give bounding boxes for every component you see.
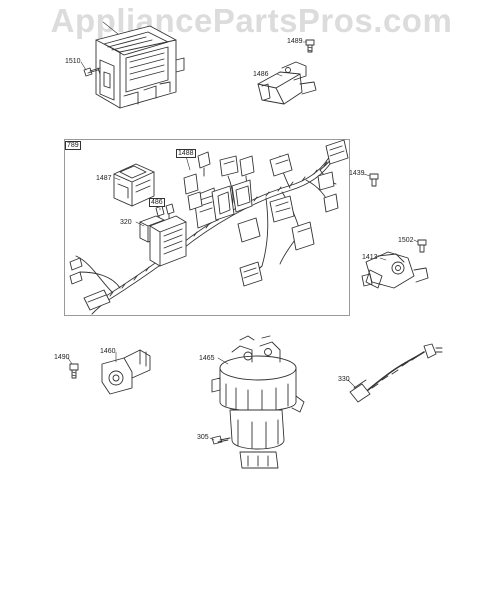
bolt-1489-part bbox=[305, 39, 315, 53]
relay-1487-part bbox=[113, 163, 155, 207]
callout-1490: 1490 bbox=[54, 354, 70, 361]
callout-1413: 1413 bbox=[362, 254, 378, 261]
sensor-330-part bbox=[349, 343, 443, 403]
bolt-1502-part bbox=[417, 239, 427, 253]
callout-330: 330 bbox=[338, 376, 350, 383]
leader-lines bbox=[67, 21, 419, 441]
fuse-486-part bbox=[155, 203, 175, 221]
callout-1502: 1502 bbox=[398, 237, 414, 244]
sensor-1413-part bbox=[361, 251, 429, 289]
callout-1489: 1489 bbox=[287, 38, 303, 45]
callout-320: 320 bbox=[120, 219, 132, 226]
callout-1487: 1487 bbox=[96, 175, 112, 182]
callout-305: 305 bbox=[197, 434, 209, 441]
callout-1510: 1510 bbox=[65, 58, 81, 65]
control-module-part bbox=[95, 25, 185, 109]
sensor-1486-part bbox=[257, 61, 317, 105]
callout-789: 789 bbox=[65, 141, 81, 150]
harness-group-frame bbox=[64, 139, 350, 316]
callout-1465: 1465 bbox=[199, 355, 215, 362]
callout-1460: 1460 bbox=[100, 348, 116, 355]
callout-486: 486 bbox=[149, 198, 165, 207]
bolt-305-part bbox=[211, 435, 231, 445]
fuse-block-part bbox=[149, 215, 187, 267]
watermark: AppliancePartsPros.com bbox=[50, 2, 453, 39]
bolt-1490-part bbox=[69, 363, 79, 379]
fuel-pump-1465-part bbox=[211, 335, 305, 469]
sensor-1460-part bbox=[101, 349, 151, 395]
callout-1486: 1486 bbox=[253, 71, 269, 78]
wiring-harness-part bbox=[69, 139, 349, 315]
callout-1488: 1488 bbox=[176, 149, 196, 158]
bolt-1439-part bbox=[369, 173, 379, 187]
callout-1439: 1439 bbox=[349, 170, 365, 177]
